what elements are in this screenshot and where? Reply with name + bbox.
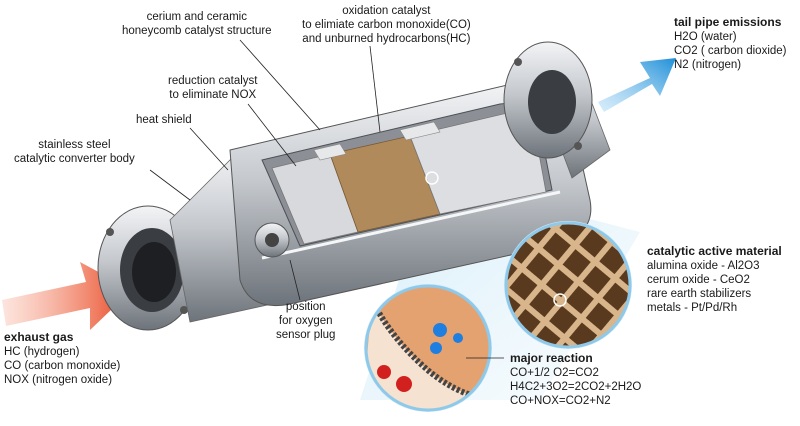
tail-pipe-title: tail pipe emissions	[674, 15, 782, 29]
tail-pipe-item: N2 (nitrogen)	[674, 59, 742, 71]
catalytic-material-item: rare earth stabilizers	[647, 288, 752, 300]
body-text: stainless steel catalytic converter body	[14, 139, 135, 165]
label-heat-shield: heat shield	[136, 113, 192, 127]
label-converter-body: stainless steel catalytic converter body	[14, 138, 135, 166]
major-reaction-item: CO+NOX=CO2+N2	[510, 395, 611, 407]
exhaust-gas-item: HC (hydrogen)	[4, 346, 80, 358]
reduction-text: reduction catalyst to eliminate NOX	[168, 75, 258, 101]
major-reaction-title: major reaction	[510, 351, 593, 365]
molecule-blue	[453, 333, 463, 343]
exhaust-gas-item: NOX (nitrogen oxide)	[4, 374, 113, 386]
tail-pipe-emissions-block: tail pipe emissions H2O (water) CO2 ( ca…	[674, 15, 787, 72]
catalytic-material-item: cerum oxide - CeO2	[647, 274, 750, 286]
label-reduction-catalyst: reduction catalyst to eliminate NOX	[168, 74, 258, 102]
heat-shield-edge	[261, 190, 561, 260]
reaction-zoom-circle	[364, 284, 492, 412]
exhaust-gas-title: exhaust gas	[4, 330, 74, 344]
catalytic-material-title: catalytic active material	[647, 244, 782, 258]
oxidation-text: oxidation catalyst to elimiate carbon mo…	[302, 5, 471, 45]
exhaust-gas-item: CO (carbon monoxide)	[4, 360, 121, 372]
label-cerium-honeycomb: cerium and ceramic honeycomb catalyst st…	[122, 10, 272, 38]
exhaust-gas-block: exhaust gas HC (hydrogen) CO (carbon mon…	[4, 330, 120, 387]
catalytic-material-block: catalytic active material alumina oxide …	[647, 244, 782, 315]
molecule-blue	[430, 342, 442, 354]
catalytic-material-item: alumina oxide - Al2O3	[647, 260, 760, 272]
heat-shield-text: heat shield	[136, 114, 192, 126]
tail-pipe-item: CO2 ( carbon dioxide)	[674, 45, 787, 57]
tail-pipe-item: H2O (water)	[674, 31, 737, 43]
molecule-blue	[433, 323, 447, 337]
major-reaction-item: H4C2+3O2=2CO2+2H2O	[510, 381, 642, 393]
label-sensor-plug: position for oxygen sensor plug	[276, 300, 335, 342]
zoom-source-marker	[425, 171, 439, 185]
major-reaction-item: CO+1/2 O2=CO2	[510, 367, 599, 379]
outlet-arrow	[598, 58, 676, 112]
molecule-red	[377, 365, 391, 379]
major-reaction-block: major reaction CO+1/2 O2=CO2 H4C2+3O2=2C…	[510, 351, 641, 408]
sensor-text: position for oxygen sensor plug	[276, 301, 336, 341]
honeycomb-zoom-circle	[504, 221, 632, 349]
leader-lines	[149, 39, 504, 359]
cerium-text: cerium and ceramic honeycomb catalyst st…	[122, 11, 272, 37]
molecule-red	[396, 376, 412, 392]
catalytic-material-item: metals - Pt/Pd/Rh	[647, 302, 738, 314]
label-oxidation-catalyst: oxidation catalyst to elimiate carbon mo…	[302, 4, 471, 46]
